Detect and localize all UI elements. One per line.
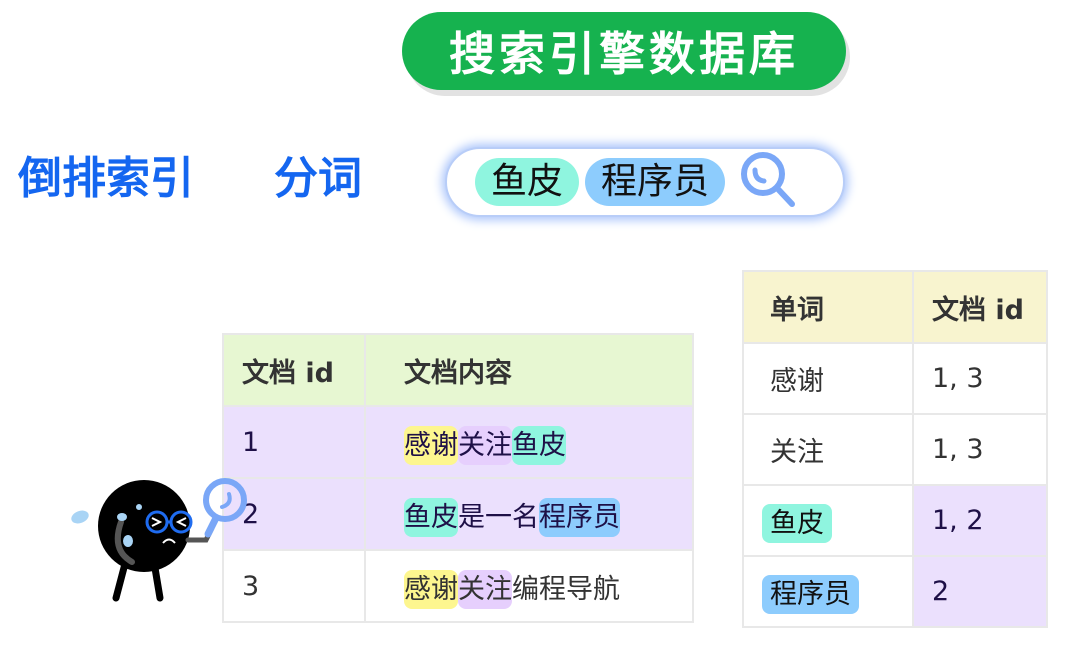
doc-content: 鱼皮是一名程序员 [364,477,694,551]
doc-id: 3 [222,549,366,623]
inverted-index-label: 倒排索引 [18,153,194,204]
mascot-illustration [66,470,266,614]
ids-cell: 1, 2 [912,484,1048,557]
word-badge: 程序员 [762,575,859,614]
doc-content: 感谢关注编程导航 [364,549,694,623]
header-word: 单词 [742,270,914,344]
search-token-programmer: 程序员 [585,158,726,206]
ids-cell: 1, 3 [912,342,1048,415]
word-highlight: 感谢 [404,425,458,465]
inverted-index-table: 单词 文档 id 感谢 1, 3 关注 1, 3 鱼皮 1, 2 程序员 2 [742,270,1048,628]
search-token-yupi: 鱼皮 [475,158,580,206]
search-icon[interactable] [737,148,801,216]
documents-table: 文档 id 文档内容 1 感谢关注鱼皮 2 鱼皮是一名程序员 3 感谢关注编程导… [222,333,694,623]
ids-cell: 2 [912,555,1048,628]
table-row: 关注 1, 3 [742,413,1048,486]
word-cell: 程序员 [742,555,914,628]
word-cell: 感谢 [742,342,914,415]
table-row: 鱼皮 1, 2 [742,484,1048,557]
header-doc-content: 文档内容 [364,333,694,407]
word-cell: 鱼皮 [742,484,914,557]
doc-id: 1 [222,405,366,479]
search-box[interactable]: 鱼皮 程序员 [445,147,845,217]
plain-text: 编程导航 [512,573,620,605]
word-highlight: 鱼皮 [512,425,566,465]
doc-content: 感谢关注鱼皮 [364,405,694,479]
plain-text: 是一名 [458,501,539,533]
table-row: 程序员 2 [742,555,1048,628]
word-highlight: 关注 [458,425,512,465]
word-highlight: 关注 [458,569,512,609]
table-row: 3 感谢关注编程导航 [222,549,694,623]
word-highlight: 鱼皮 [404,497,458,537]
header-doc-id: 文档 id [222,333,366,407]
ids-cell: 1, 3 [912,413,1048,486]
word-highlight: 感谢 [404,569,458,609]
page-title: 搜索引擎数据库 [402,12,846,90]
header-doc-ids: 文档 id [912,270,1048,344]
table-row: 感谢 1, 3 [742,342,1048,415]
word-badge: 鱼皮 [762,504,832,543]
word-cell: 关注 [742,413,914,486]
word-highlight: 程序员 [539,497,620,537]
doc-id: 2 [222,477,366,551]
tokenize-label: 分词 [274,153,362,204]
table-row: 2 鱼皮是一名程序员 [222,477,694,551]
table-row: 1 感谢关注鱼皮 [222,405,694,479]
